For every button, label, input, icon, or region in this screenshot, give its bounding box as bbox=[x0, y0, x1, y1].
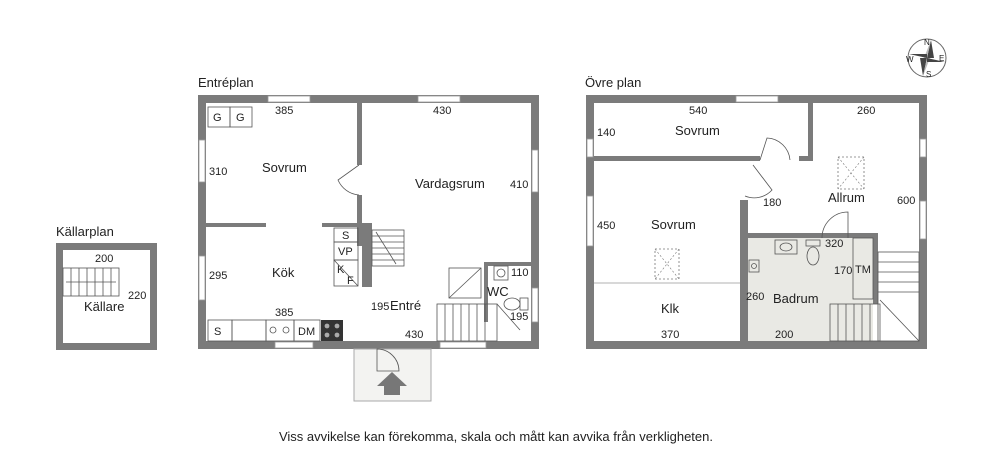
ovreplan-title: Övre plan bbox=[585, 75, 641, 90]
entreplan-dim-410: 410 bbox=[510, 179, 528, 191]
kallare-walls bbox=[56, 243, 157, 350]
entreplan-dim-310: 310 bbox=[209, 166, 227, 178]
ovreplan-dim-180: 180 bbox=[763, 197, 781, 209]
entre-cabinet bbox=[448, 267, 482, 299]
compass: N E S W bbox=[906, 38, 947, 79]
room-wc: WC bbox=[487, 284, 509, 299]
entreplan-title: Entréplan bbox=[198, 75, 254, 90]
ovreplan-dim-260-top: 260 bbox=[857, 105, 875, 117]
compass-s: S bbox=[926, 70, 931, 79]
ovreplan: Övre plan bbox=[585, 75, 927, 349]
ovreplan-dim-600: 600 bbox=[897, 195, 915, 207]
ovreplan-dim-320: 320 bbox=[825, 238, 843, 250]
ovreplan-door-sovrum-mid bbox=[744, 164, 773, 199]
room-kok: Kök bbox=[272, 265, 295, 280]
badrum-fixtures bbox=[748, 239, 821, 273]
compass-e: E bbox=[939, 54, 944, 63]
entreplan-stairs-lower bbox=[436, 303, 521, 342]
kallare-dim-200: 200 bbox=[95, 253, 113, 265]
ovreplan-skylights bbox=[654, 156, 865, 280]
entreplan-dim-195-a: 195 bbox=[371, 301, 389, 313]
compass-needle-icon bbox=[909, 40, 945, 76]
entreplan-inner-walls bbox=[206, 103, 531, 322]
fixture-g1: G bbox=[213, 112, 222, 124]
entreplan-dim-430-bottom: 430 bbox=[405, 329, 423, 341]
entreplan-outer-walls bbox=[198, 95, 539, 349]
badrum-floor bbox=[748, 238, 873, 341]
compass-w: W bbox=[906, 55, 914, 64]
room-badrum: Badrum bbox=[773, 291, 819, 306]
ovreplan-stairs bbox=[829, 251, 920, 342]
kallarplan-title: Källarplan bbox=[56, 224, 114, 239]
kallarplan: Källarplan 200 220 Källare bbox=[56, 224, 157, 350]
ovreplan-dim-370: 370 bbox=[661, 329, 679, 341]
ovreplan-dim-170: 170 bbox=[834, 265, 852, 277]
fixture-g2: G bbox=[236, 112, 245, 124]
kallare-dim-220: 220 bbox=[128, 290, 146, 302]
fixture-k: K bbox=[337, 264, 345, 276]
room-allrum: Allrum bbox=[828, 190, 865, 205]
room-kallare: Källare bbox=[84, 299, 124, 314]
ovreplan-dim-260-left: 260 bbox=[746, 291, 764, 303]
ovreplan-dim-540: 540 bbox=[689, 105, 707, 117]
ovreplan-door-sovrum-top bbox=[759, 137, 791, 161]
entreplan-dim-110: 110 bbox=[511, 267, 529, 279]
fixture-s-bottom: S bbox=[214, 326, 221, 338]
ovreplan-door-badrum bbox=[821, 211, 849, 239]
ovreplan-dim-140: 140 bbox=[597, 127, 615, 139]
entrance-arrow-icon bbox=[377, 372, 407, 395]
fixture-dm: DM bbox=[298, 326, 315, 338]
fixture-s-top: S bbox=[342, 230, 349, 242]
entreplan: Entréplan bbox=[198, 75, 539, 402]
fixture-vp: VP bbox=[338, 246, 353, 258]
entreplan-dim-385-top: 385 bbox=[275, 105, 293, 117]
entreplan-windows bbox=[198, 95, 539, 349]
entreplan-dim-195-b: 195 bbox=[510, 311, 528, 323]
entreplan-door-sovrum bbox=[337, 164, 360, 196]
disclaimer-text: Viss avvikelse kan förekomma, skala och … bbox=[278, 429, 713, 444]
kallare-stairs bbox=[62, 267, 120, 297]
fixture-tm: TM bbox=[855, 264, 871, 276]
entreplan-dim-295: 295 bbox=[209, 270, 227, 282]
fixture-f: F bbox=[347, 275, 354, 287]
room-sovrum-mid: Sovrum bbox=[651, 217, 696, 232]
entreplan-stairs-upper bbox=[371, 229, 405, 267]
entreplan-fixtures: G G S VP K F S DM bbox=[207, 106, 529, 342]
room-sovrum-entre: Sovrum bbox=[262, 160, 307, 175]
entreplan-dim-430-top: 430 bbox=[433, 105, 451, 117]
room-klk: Klk bbox=[661, 301, 680, 316]
compass-n: N bbox=[924, 38, 930, 47]
entreplan-dim-385-mid: 385 bbox=[275, 307, 293, 319]
room-vardagsrum: Vardagsrum bbox=[415, 176, 485, 191]
ovreplan-dim-200: 200 bbox=[775, 329, 793, 341]
room-sovrum-top: Sovrum bbox=[675, 123, 720, 138]
ovreplan-windows bbox=[586, 95, 927, 247]
entrance-porch bbox=[353, 348, 432, 402]
ovreplan-dim-450: 450 bbox=[597, 220, 615, 232]
room-entre: Entré bbox=[390, 298, 421, 313]
